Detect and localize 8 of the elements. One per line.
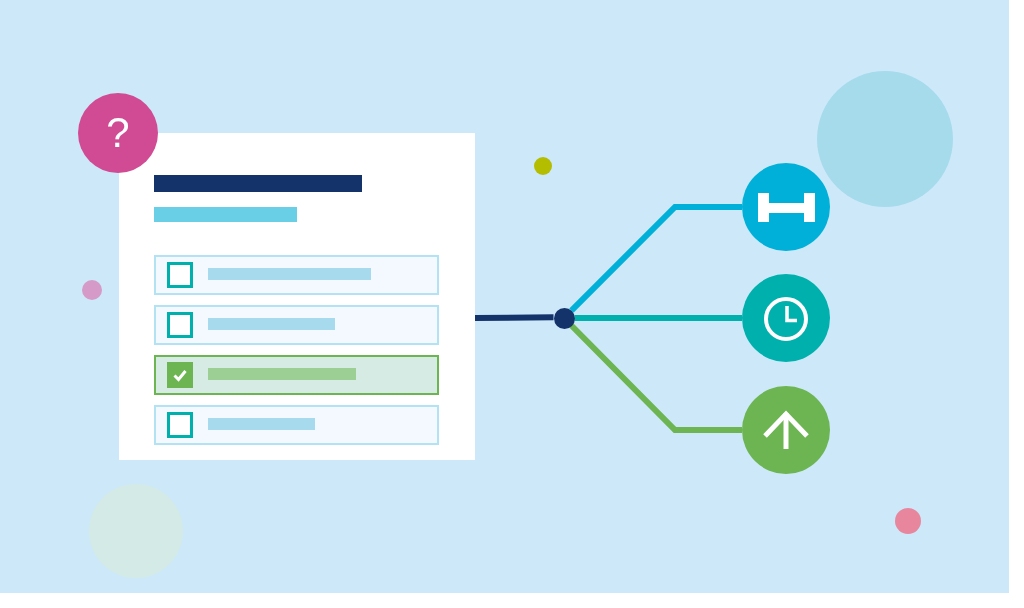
question-mark-badge: ? (78, 93, 158, 173)
connector-line (474, 314, 554, 321)
connector-line (574, 315, 742, 321)
junction-dot (553, 307, 575, 329)
width-icon (742, 163, 830, 251)
clock-icon (742, 274, 830, 362)
connector-line (569, 204, 742, 313)
connector-line (569, 323, 742, 433)
